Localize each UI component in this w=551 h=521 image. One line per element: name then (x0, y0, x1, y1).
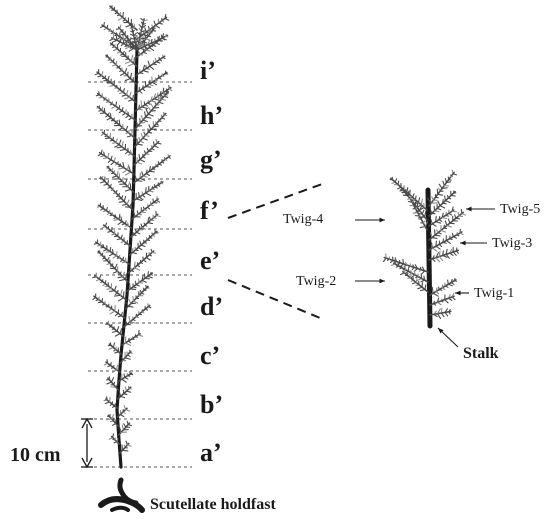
segment-label-f: f’ (200, 198, 219, 224)
main-plant (93, 6, 172, 467)
twig-label-2: Twig-2 (296, 275, 336, 289)
twig-1 (430, 308, 451, 318)
segment-label-g: g’ (200, 147, 222, 173)
plant-branch (98, 251, 128, 282)
plant-branch (119, 421, 132, 435)
plant-branch (100, 176, 133, 210)
plant-branch (104, 397, 117, 408)
segment-label-e: e’ (200, 248, 220, 274)
stalk-label: Stalk (463, 346, 499, 362)
twig-2 (384, 254, 428, 274)
segment-label-h: h’ (200, 103, 223, 129)
twig-label-4: Twig-4 (283, 213, 323, 227)
plant-branch (122, 330, 143, 345)
plant-branch (98, 150, 134, 175)
twig-closeup (384, 170, 466, 326)
scale-bar (81, 419, 93, 467)
plant-branch (134, 155, 171, 183)
plant-branch (107, 377, 119, 390)
plant-branch (136, 55, 165, 75)
segment-label-c: c’ (200, 343, 220, 369)
arrow-twig-5-head (466, 207, 472, 212)
plant-branch (110, 6, 137, 30)
plant-branch (117, 406, 129, 417)
zoom-lines (228, 183, 325, 320)
holdfast-label: Scutellate holdfast (150, 497, 276, 513)
arrow-twig-2-head (379, 279, 385, 284)
scale-label: 10 cm (10, 445, 61, 465)
twig-1 (430, 293, 455, 305)
segment-label-b: b’ (200, 392, 223, 418)
plant-branch (93, 294, 125, 318)
plant-branch (133, 181, 163, 201)
twig-3 (429, 229, 463, 251)
segment-label-a: a’ (200, 440, 222, 466)
arrow-twig-1-head (455, 291, 461, 296)
twig-1 (430, 279, 457, 297)
twig-label-3: Twig-3 (492, 237, 532, 251)
plant-branch (120, 441, 131, 453)
plant-branch (108, 343, 121, 354)
arrow-twig-3-head (460, 241, 466, 246)
twig-5 (428, 170, 457, 206)
segment-label-i: i’ (200, 58, 216, 84)
twig-label-1: Twig-1 (474, 287, 514, 301)
holdfast-icon (101, 480, 142, 510)
twig-2 (391, 260, 428, 282)
arrow-twig-4-head (379, 218, 385, 223)
twig-label-5: Twig-5 (500, 203, 540, 217)
segment-label-d: d’ (200, 294, 223, 320)
plant-branch (104, 360, 119, 373)
twig-3 (429, 248, 458, 262)
